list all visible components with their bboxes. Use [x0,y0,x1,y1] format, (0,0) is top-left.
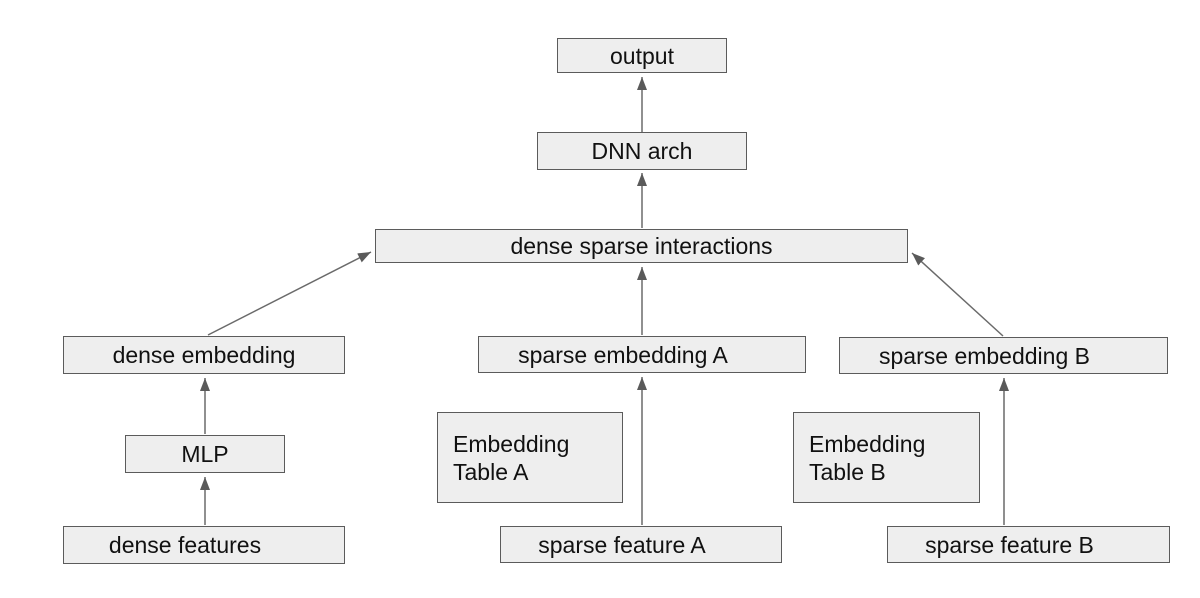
node-sparse-embedding-b-label: sparse embedding B [879,342,1090,369]
edge-dense_embedding-to-interactions [207,251,372,336]
node-dense-sparse-interactions-label: dense sparse interactions [510,233,773,259]
node-sparse-embedding-a-label: sparse embedding A [518,341,728,368]
node-output: output [557,38,727,73]
node-output-label: output [610,42,674,69]
node-dense-embedding-label: dense embedding [112,342,296,368]
node-mlp: MLP [125,435,285,473]
node-dense-features-label: dense features [108,532,262,558]
node-mlp-label: MLP [181,441,229,467]
node-embedding-table-a-line2: Table A [453,458,529,485]
node-sparse-embedding-a: sparse embedding A [478,336,806,373]
node-embedding-table-b-line2: Table B [809,458,886,485]
node-embedding-table-b-line1: Embedding [809,430,926,457]
node-embedding-table-a: Embedding Table A [437,412,623,503]
node-dense-sparse-interactions: dense sparse interactions [375,229,908,263]
node-dnn-arch: DNN arch [537,132,747,170]
node-dense-features: dense features [63,526,345,564]
node-sparse-feature-b: sparse feature B [887,526,1170,563]
node-sparse-feature-a: sparse feature A [500,526,782,563]
node-sparse-embedding-b: sparse embedding B [839,337,1168,374]
node-embedding-table-a-line1: Embedding [453,430,570,457]
edge-sparse_embedding_b-to-interactions [911,252,1004,337]
node-sparse-feature-a-label: sparse feature A [538,531,706,558]
node-dnn-arch-label: DNN arch [591,138,693,164]
node-embedding-table-b: Embedding Table B [793,412,980,503]
node-dense-embedding: dense embedding [63,336,345,374]
node-sparse-feature-b-label: sparse feature B [925,531,1094,558]
